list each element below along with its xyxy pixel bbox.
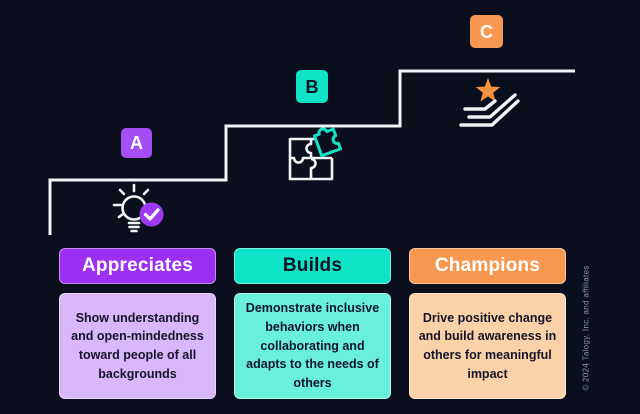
star-glyph	[475, 78, 501, 102]
builds-title-bar: Builds	[234, 248, 391, 284]
puzzle-loose-piece	[313, 127, 343, 158]
copyright-text: © 2024 Talogy, Inc. and affiliates	[581, 265, 591, 391]
puzzle-piece-icon	[288, 127, 343, 181]
builds-description: Demonstrate inclusive behaviors when col…	[245, 301, 380, 391]
builds-title: Builds	[282, 255, 343, 276]
step-badge-c-label: C	[480, 21, 493, 42]
step-badge-b: B	[296, 70, 328, 103]
step-badge-b-label: B	[305, 76, 319, 97]
appreciates-body-box: Show understanding and open-mindedness t…	[59, 293, 216, 399]
hand-glyph	[459, 93, 520, 127]
champions-body-box: Drive positive change and build awarenes…	[409, 293, 566, 399]
step-badge-a-label: A	[130, 133, 143, 153]
step-badge-a: A	[121, 128, 152, 158]
hand-star-icon	[459, 78, 520, 127]
lightbulb-check-icon	[112, 183, 164, 233]
puzzle-board-glyph	[288, 137, 334, 181]
column-champions: Champions Drive positive change and buil…	[409, 248, 566, 399]
builds-body-box: Demonstrate inclusive behaviors when col…	[234, 293, 391, 399]
appreciates-description: Show understanding and open-mindedness t…	[71, 310, 204, 381]
champions-description: Drive positive change and build awarenes…	[418, 310, 557, 381]
appreciates-title: Appreciates	[82, 255, 193, 276]
check-circle	[139, 202, 164, 227]
step-badge-c: C	[470, 15, 503, 48]
appreciates-title-bar: Appreciates	[59, 248, 216, 284]
champions-title-bar: Champions	[409, 248, 566, 284]
champions-title: Champions	[434, 255, 541, 276]
column-appreciates: Appreciates Show understanding and open-…	[59, 248, 216, 399]
column-builds: Builds Demonstrate inclusive behaviors w…	[234, 248, 391, 399]
